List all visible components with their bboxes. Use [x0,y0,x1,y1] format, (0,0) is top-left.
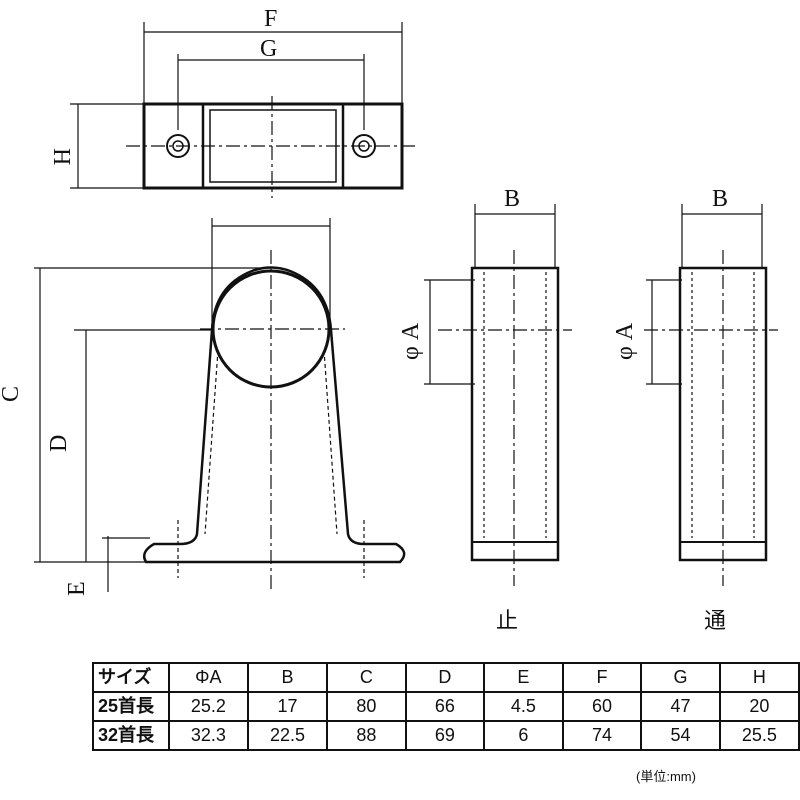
table-cell: 54 [640,720,721,751]
dim-label-b-stop: B [504,186,520,212]
table-cell: 25.5 [718,720,800,751]
table-header-cell: D [404,662,486,693]
caption-stop: 止 [496,609,518,634]
table-cell: 22.5 [246,720,329,751]
top-view [70,22,416,198]
table-cell: 69 [404,720,486,751]
table-header-cell: E [483,662,564,693]
table-cell: 25.2 [167,691,249,722]
table-cell: 80 [326,691,407,722]
dim-label-h: H [48,148,74,165]
table-row: 25首長 25.2 17 80 66 4.5 60 47 20 [92,691,800,722]
table-cell: 4.5 [483,691,564,722]
table-header-cell: C [326,662,407,693]
table-cell: 32.3 [167,720,249,751]
table-header-cell: F [561,662,643,693]
table-cell: 47 [640,691,721,722]
dim-label-f: F [264,6,277,32]
table-header-cell: B [246,662,329,693]
table-header-cell: ΦA [167,662,249,693]
table-cell: 20 [718,691,800,722]
dim-label-phia-through: φ A [612,322,638,360]
dim-label-phia-stop: φ A [398,322,424,360]
table-row: 32首長 32.3 22.5 88 69 6 74 54 25.5 [92,720,800,751]
spec-table: サイズ ΦA B C D E F G H 25首長 25.2 17 80 66 … [92,662,800,751]
table-cell: 6 [483,720,564,751]
dim-label-e: E [64,581,90,596]
table-header-cell: G [640,662,721,693]
side-view-stop [424,204,572,586]
dim-label-d: D [46,435,72,452]
table-cell: 17 [246,691,329,722]
table-cell-size: 25首長 [92,691,170,722]
side-view-through [644,204,778,586]
caption-through: 通 [704,609,726,634]
dim-label-b-through: B [712,186,728,212]
table-cell: 66 [404,691,486,722]
table-header-cell: H [718,662,800,693]
table-header-row: サイズ ΦA B C D E F G H [92,662,800,693]
table-cell: 88 [326,720,407,751]
front-view [34,218,406,592]
table-header-cell: サイズ [92,662,170,693]
table-cell: 60 [561,691,643,722]
dim-label-c: C [0,386,24,402]
table-cell-size: 32首長 [92,720,170,751]
table-cell: 74 [561,720,643,751]
dim-label-g: G [260,36,277,62]
unit-note: (単位:mm) [636,769,696,784]
